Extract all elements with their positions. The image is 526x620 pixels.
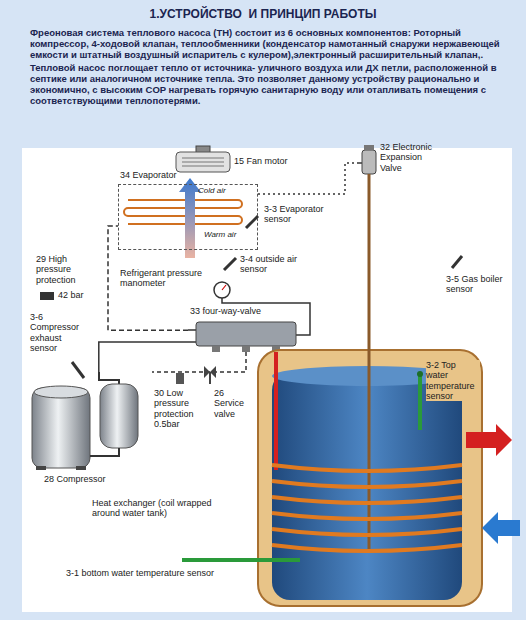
refrigerant-pipe: [258, 163, 358, 194]
condenser-coil: [272, 513, 462, 519]
air-label: Cold air: [198, 186, 248, 195]
four-way-valve-body: [188, 322, 296, 352]
sensor-probe: [452, 256, 462, 268]
refrigerant-pipe: [108, 226, 188, 330]
sensor-probe: [246, 216, 258, 228]
compressor-drawing: [34, 386, 88, 398]
condenser-coil: [272, 497, 462, 503]
condenser-coil: [272, 481, 462, 487]
callout-label: 3-4 outside air sensor: [240, 254, 304, 275]
hot-gas-line: [274, 352, 278, 470]
compressor-drawing: [32, 388, 90, 468]
condenser-coil: [272, 545, 462, 551]
water-sensor: [417, 371, 423, 377]
sensor-probe: [72, 362, 84, 378]
node-label: 34 Evaporator: [120, 170, 177, 180]
callout-label: Refrigerant pressure manometer: [120, 268, 210, 289]
air-label: Warm air: [204, 230, 254, 239]
liquid-line: [368, 186, 371, 552]
evaporator-frame: [118, 184, 258, 250]
compressor-drawing: [76, 466, 86, 470]
callout-label: 26 Service valve: [214, 388, 254, 419]
diagram-panel: [22, 148, 512, 612]
expansion-valve-symbol: [358, 162, 362, 164]
compressor-drawing: [90, 448, 119, 456]
fan-motor: [176, 152, 230, 172]
callout-label: 29 High pressure protection: [36, 254, 96, 285]
hot-water-out-arrow: [466, 424, 512, 456]
four-way-valve-body: [242, 346, 250, 352]
pressure-manometer: [214, 282, 230, 298]
node-label: 28 Compressor: [44, 474, 106, 484]
callout-label: 3-1 bottom water temperature sensor: [66, 568, 266, 578]
sensor-probe: [224, 258, 236, 270]
fan-motor: [176, 146, 230, 172]
expansion-valve-symbol: [368, 174, 371, 186]
four-way-valve-body: [188, 330, 196, 342]
suction-line: [152, 352, 246, 384]
valve-box: 32 Electronic Expansion Valve: [358, 140, 448, 186]
page-title: 1.УСТРОЙСТВО И ПРИНЦИП РАБОТЫ: [20, 8, 506, 22]
four-way-valve-body: [196, 322, 296, 346]
node-label: 32 Electronic Expansion Valve: [380, 142, 446, 173]
compressor-box: 28 Compressor: [28, 372, 150, 484]
callout-label: 3-5 Gas boiler sensor: [446, 274, 510, 295]
suction-line: [209, 372, 211, 384]
condenser-coil: [272, 529, 462, 535]
cold-water-in-arrow: [482, 512, 520, 544]
callout-label: 30 Low pressure protection 0.5bar: [154, 388, 208, 429]
compressor-drawing: [32, 372, 138, 470]
suction-line: [152, 352, 246, 372]
water-sensor: [182, 558, 300, 562]
water-sensor: [182, 371, 423, 560]
node-label: 33 four-way-valve: [190, 306, 261, 316]
high-pressure-switch: [40, 292, 54, 300]
compressor-drawing: [99, 372, 119, 384]
water-sensor: [418, 376, 422, 430]
condenser-coil: [272, 465, 462, 471]
callout-label: 15 Fan motor: [234, 156, 324, 166]
evaporator-box: 34 Evaporator: [118, 170, 258, 250]
callout-label: 3-2 Top water temperature sensor: [426, 360, 480, 401]
suction-line: [176, 373, 184, 384]
compressor-drawing: [100, 384, 138, 448]
body-paragraph: Фреоновая система теплового насоса (ТН) …: [30, 28, 500, 61]
callout-label: 3-6 Compressor exhaust sensor: [30, 312, 88, 353]
value-label: 42 bar: [58, 290, 98, 300]
expansion-valve-symbol: [364, 145, 374, 150]
refrigerant-pipe: [99, 342, 188, 372]
valve-box: 33 four-way-valve: [188, 306, 300, 350]
callout-label: Heat exchanger (coil wrapped around wate…: [92, 498, 222, 519]
condenser-coil: [272, 465, 462, 551]
air-flow-arrow: [179, 178, 201, 258]
water-tank: [272, 372, 462, 600]
expansion-valve-symbol: [362, 150, 376, 174]
evaporator-coil: [124, 200, 242, 224]
callout-label: 3-3 Evaporator sensor: [264, 204, 346, 225]
fan-motor: [182, 158, 224, 166]
pressure-manometer: [222, 285, 226, 290]
high-pressure-switch: [40, 292, 54, 300]
body-paragraph: Тепловой насос поглощает тепло от источн…: [30, 63, 500, 107]
four-way-valve-body: [212, 346, 220, 352]
compressor-drawing: [36, 466, 46, 470]
expansion-valve-symbol: [358, 145, 376, 186]
